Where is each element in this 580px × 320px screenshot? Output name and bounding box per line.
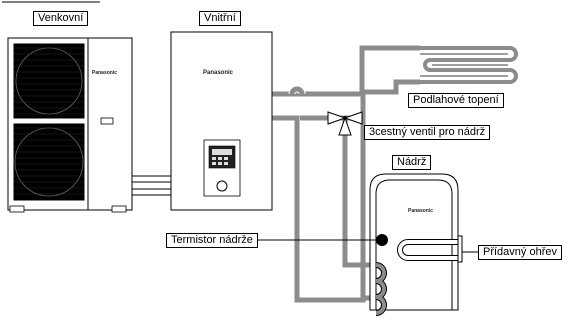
tank-brand: Panasonic [408,208,433,214]
floor-heating-coil [420,46,518,84]
label-tank: Nádrž [392,155,432,170]
outdoor-brand: Panasonic [92,70,117,76]
label-outdoor: Venkovní [33,11,89,26]
label-indoor: Vnitřní [199,11,241,26]
pipe-return [272,79,420,303]
label-valve: 3cestný ventil pro nádrž [364,125,491,140]
label-floor-heating: Podlahové topení [408,93,504,108]
indoor-unit: Panasonic [170,31,273,211]
outdoor-unit: Panasonic [7,37,133,213]
tank-thermistor-dot [376,234,388,246]
water-tank: Panasonic [369,173,463,316]
label-tank-thermistor: Termistor nádrže [166,233,258,248]
pipe-supply [272,45,420,97]
indoor-gauge [216,180,228,192]
outdoor-fan-bottom [13,123,85,201]
label-booster-heater: Přídavný ohřev [478,245,562,260]
pipe-valve-down [342,120,376,268]
outdoor-fan-top [13,43,85,119]
outdoor-handle [100,117,114,125]
three-way-valve [327,111,363,136]
indoor-brand: Panasonic [203,70,234,76]
